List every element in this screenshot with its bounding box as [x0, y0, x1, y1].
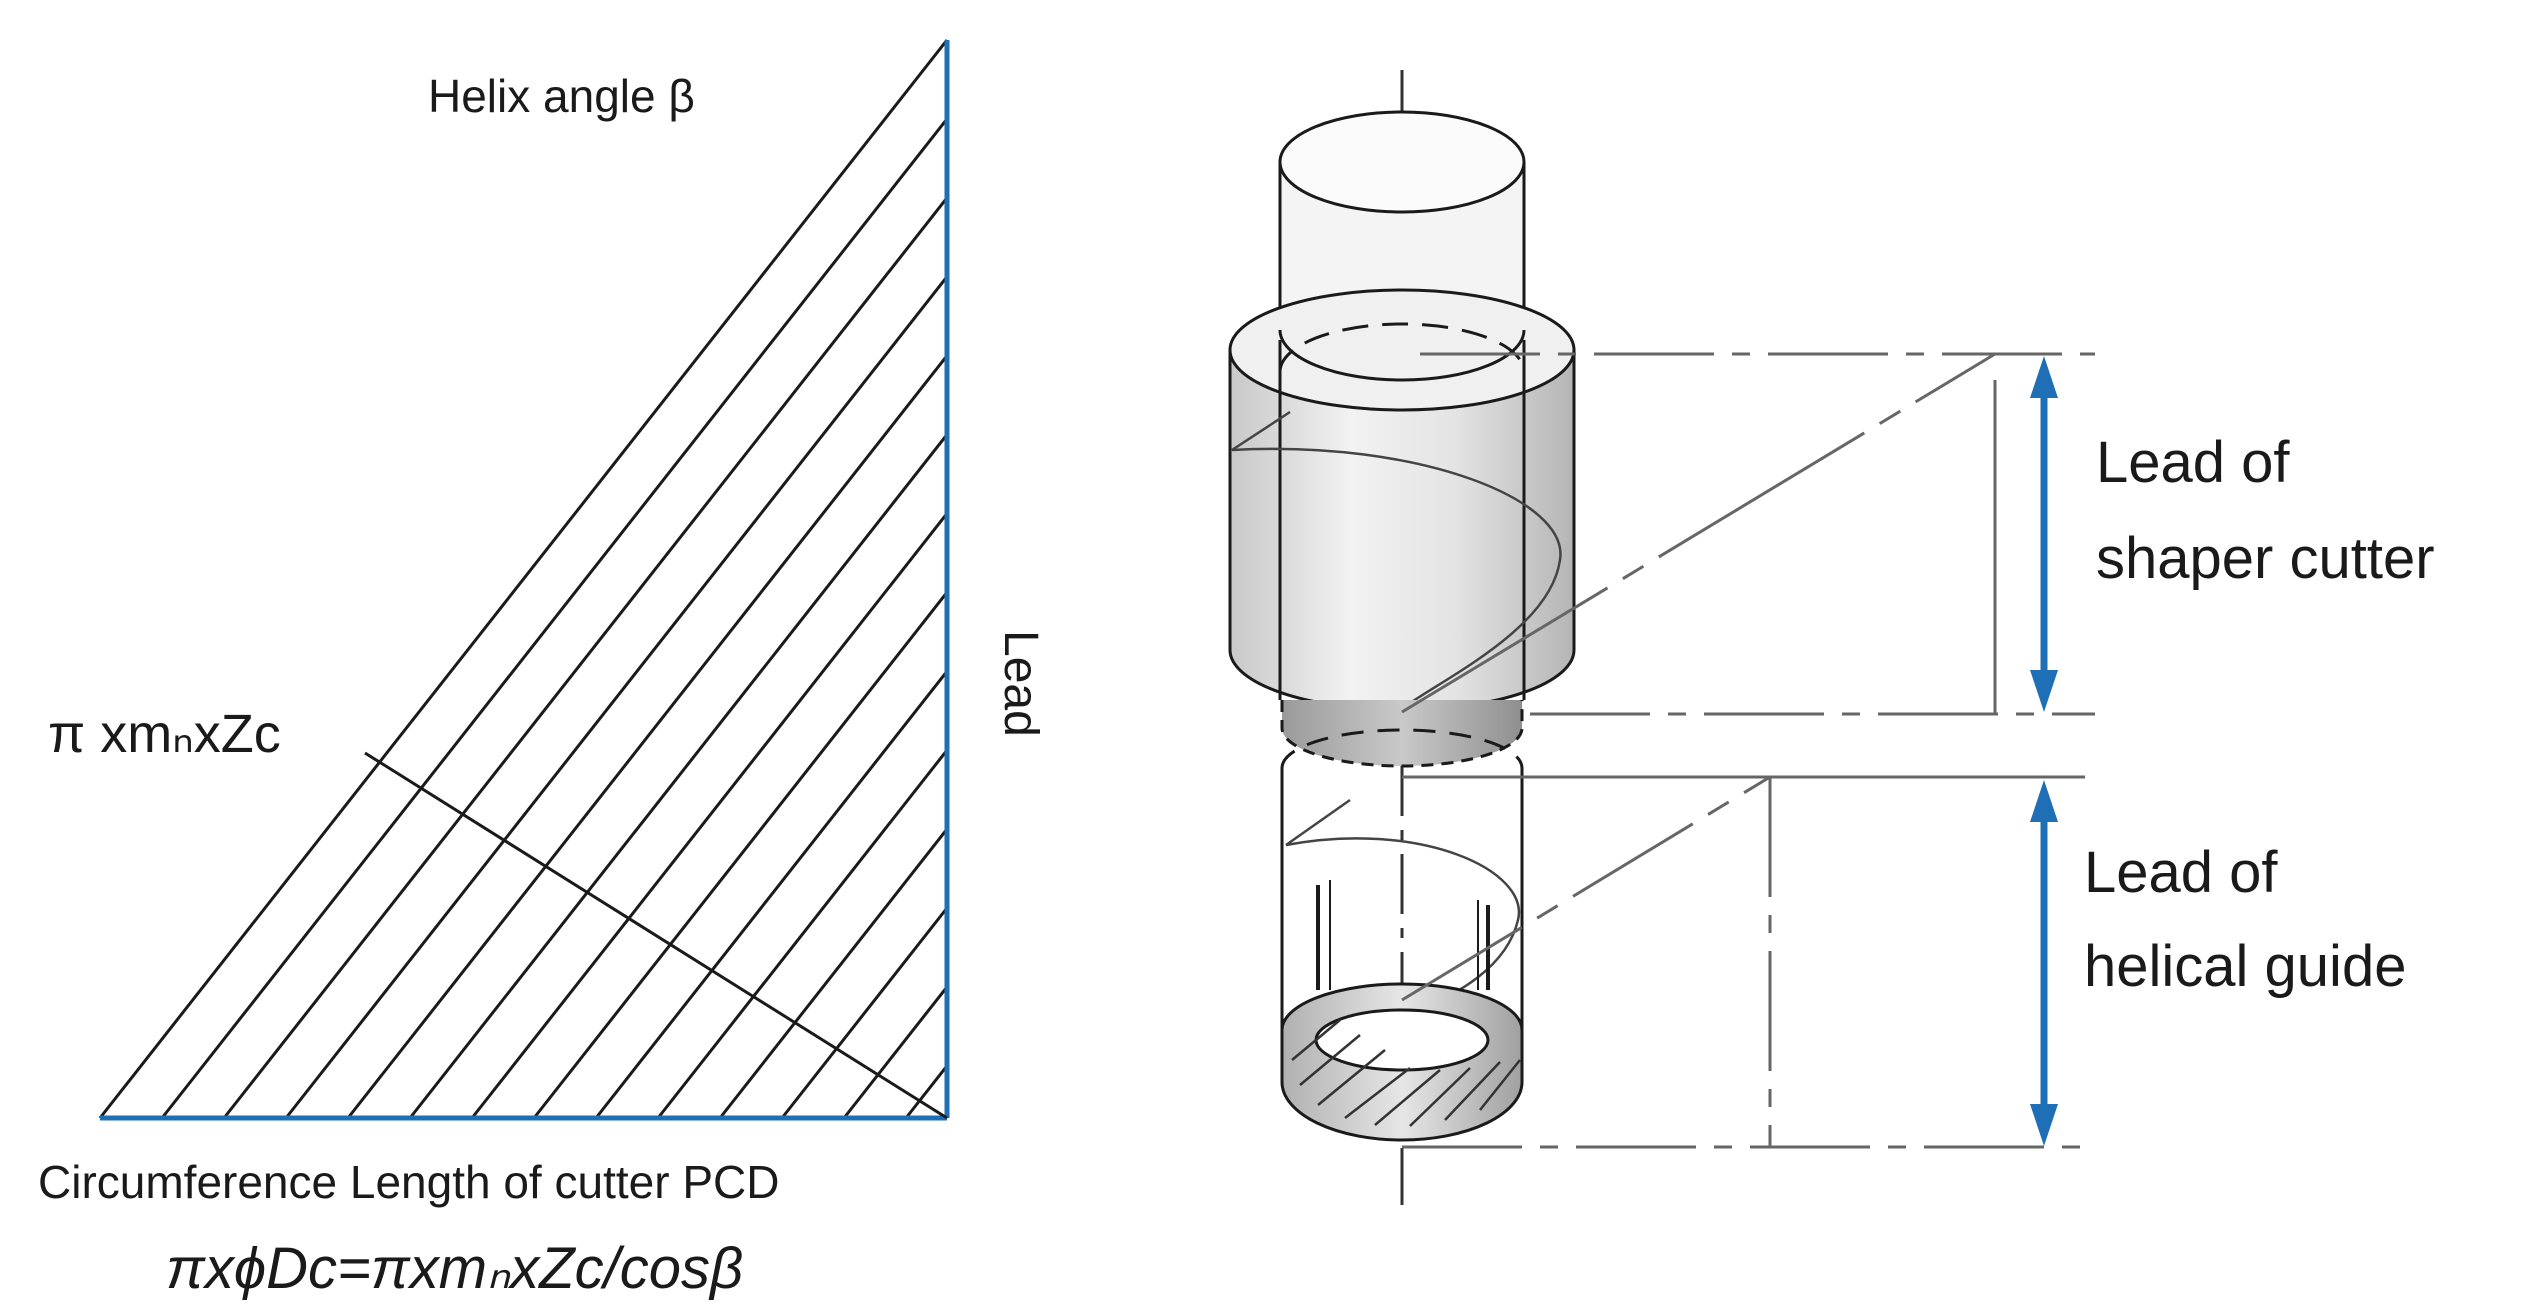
- helix-hatch-line: [222, 196, 949, 1119]
- helix-hatch-line: [532, 591, 949, 1119]
- cutter-ring: [1282, 700, 1522, 766]
- guide-teeth: [1291, 1019, 1521, 1127]
- helix-hatch-line: [656, 749, 949, 1119]
- guide-lead-label-line1: Lead of: [2084, 840, 2278, 905]
- shank-top: [1278, 110, 1526, 214]
- normal-pitch-line: [364, 751, 948, 1120]
- cutter-top: [1228, 288, 1576, 412]
- helix-hatch-line: [594, 670, 949, 1119]
- helix-hatch-line: [842, 985, 949, 1119]
- normal-pitch-label: π xmₙxZc: [48, 704, 281, 764]
- guide-lead-label-line2: helical guide: [2084, 934, 2406, 999]
- guide-lead-arrow: [2030, 780, 2058, 1146]
- helix-hatch-line: [284, 275, 949, 1119]
- helix-hatch-line: [904, 1064, 949, 1119]
- helix-hatch-line: [718, 828, 949, 1119]
- helix-hatch-line: [408, 433, 949, 1119]
- cutter-assembly: [1228, 70, 2095, 1205]
- shaper-lead-label-line2: shaper cutter: [2096, 526, 2435, 591]
- helix-hatch-lines: [160, 117, 949, 1119]
- developed-helix-triangle: [98, 39, 950, 1121]
- circumference-label: Circumference Length of cutter PCD: [38, 1156, 779, 1208]
- helix-hatch-line: [780, 907, 949, 1119]
- helix-hatch-line: [346, 354, 949, 1119]
- shaper-lead-diagonal: [1401, 352, 1996, 714]
- shaper-lead-arrow: [2030, 356, 2058, 712]
- helix-angle-label: Helix angle β: [428, 70, 695, 122]
- lead-label: Lead: [994, 630, 1047, 737]
- shaper-lead-label-line1: Lead of: [2096, 430, 2290, 495]
- helix-hatch-line: [160, 117, 949, 1119]
- helix-hypotenuse: [98, 39, 949, 1119]
- guide-lead-diagonal: [1401, 775, 1771, 1002]
- circumference-formula: πxϕDc=πxmₙxZc/cosβ: [166, 1236, 743, 1301]
- helix-hatch-line: [470, 512, 949, 1119]
- cutter-helix-curve: [1231, 447, 1562, 712]
